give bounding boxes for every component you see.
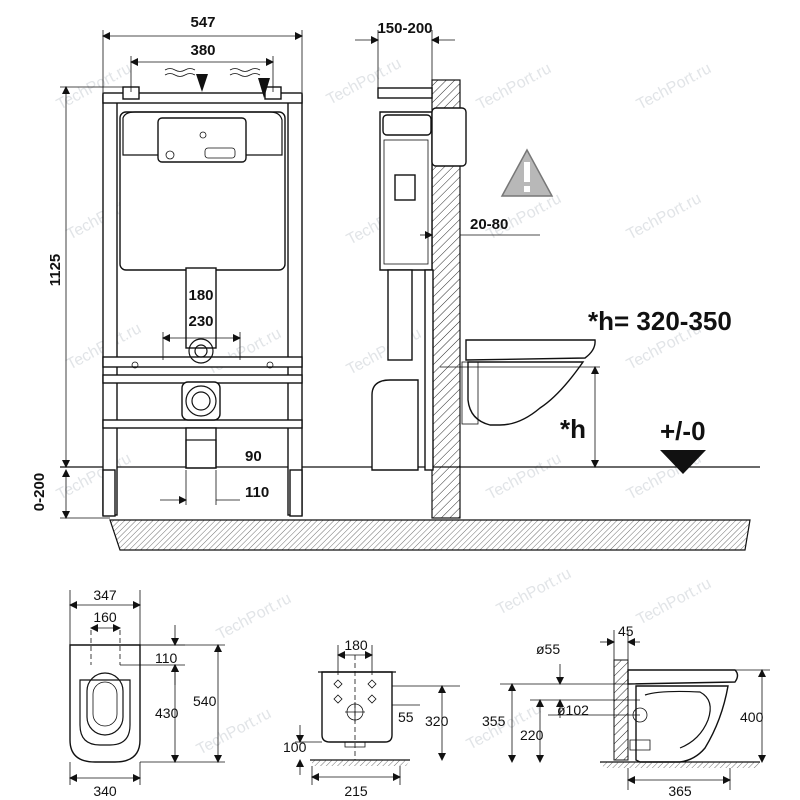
floor-level-label: +/-0 (660, 416, 706, 446)
label-215: 215 (344, 783, 368, 799)
label-320-rear: 320 (425, 713, 449, 729)
label-150-200: 150-200 (377, 20, 432, 37)
label-365: 365 (668, 783, 692, 799)
label-400: 400 (740, 709, 764, 725)
label-347: 347 (93, 587, 117, 603)
dim-wall-gap: 150-200 (355, 20, 455, 90)
dim-frame-height: 1125 (47, 86, 125, 468)
frame-side-view (371, 79, 600, 519)
label-220: 220 (520, 727, 544, 743)
label-20-80: 20-80 (470, 216, 508, 233)
dim-leg-adjust: 0-200 (31, 469, 110, 519)
watermark: TechPort.ru (634, 575, 714, 628)
label-55-rear: 55 (398, 709, 414, 725)
label-1125: 1125 (47, 254, 64, 287)
floor-slab (60, 466, 760, 551)
watermark: TechPort.ru (194, 705, 274, 758)
label-380: 380 (190, 42, 215, 59)
dim-frame-width: 547 (102, 14, 303, 92)
watermark: TechPort.ru (634, 60, 714, 113)
label-230: 230 (188, 313, 213, 330)
label-d55: ø55 (536, 641, 560, 657)
label-180: 180 (188, 287, 213, 304)
dim-wall-offset: 20-80 (420, 216, 540, 239)
watermark: TechPort.ru (494, 565, 574, 618)
bowl-side-section (600, 659, 760, 768)
label-110: 110 (245, 484, 269, 501)
label-45: 45 (618, 623, 634, 639)
label-d102: ø102 (557, 702, 589, 718)
watermark: TechPort.ru (484, 450, 564, 503)
label-340: 340 (93, 783, 117, 799)
label-160: 160 (93, 609, 117, 625)
dim-drain-range: 180 230 (162, 287, 241, 360)
bowl-rear-view (310, 655, 410, 766)
dim-bowl-height: *h (560, 366, 599, 468)
label-110-bowl: 110 (155, 650, 178, 666)
label-180-rear: 180 (344, 637, 368, 653)
label-540: 540 (193, 693, 217, 709)
label-100-rear: 100 (283, 739, 307, 755)
label-90: 90 (245, 448, 262, 465)
dim-bowl-top: 347 160 110 430 540 340 (69, 587, 225, 799)
height-symbol: *h (560, 414, 586, 444)
label-547: 547 (190, 14, 215, 31)
bowl-top-view (69, 630, 141, 763)
warning-triangle-icon (500, 148, 554, 197)
dim-side: 45 ø55 ø102 355 220 400 365 (482, 623, 770, 799)
label-0-200: 0-200 (31, 473, 48, 511)
watermark: TechPort.ru (474, 60, 554, 113)
dim-rear: 180 55 320 100 215 (283, 637, 460, 799)
frame-front-view (102, 86, 303, 517)
watermark: TechPort.ru (214, 590, 294, 643)
dim-pipe: 90 110 (160, 448, 269, 505)
floor-level-marker: +/-0 (660, 416, 706, 474)
dim-frame-inner: 380 (130, 42, 274, 98)
label-430: 430 (155, 705, 179, 721)
height-formula: *h= 320-350 (588, 306, 732, 336)
watermark: TechPort.ru (624, 190, 704, 243)
label-355: 355 (482, 713, 506, 729)
watermark: TechPort.ru (324, 55, 404, 108)
